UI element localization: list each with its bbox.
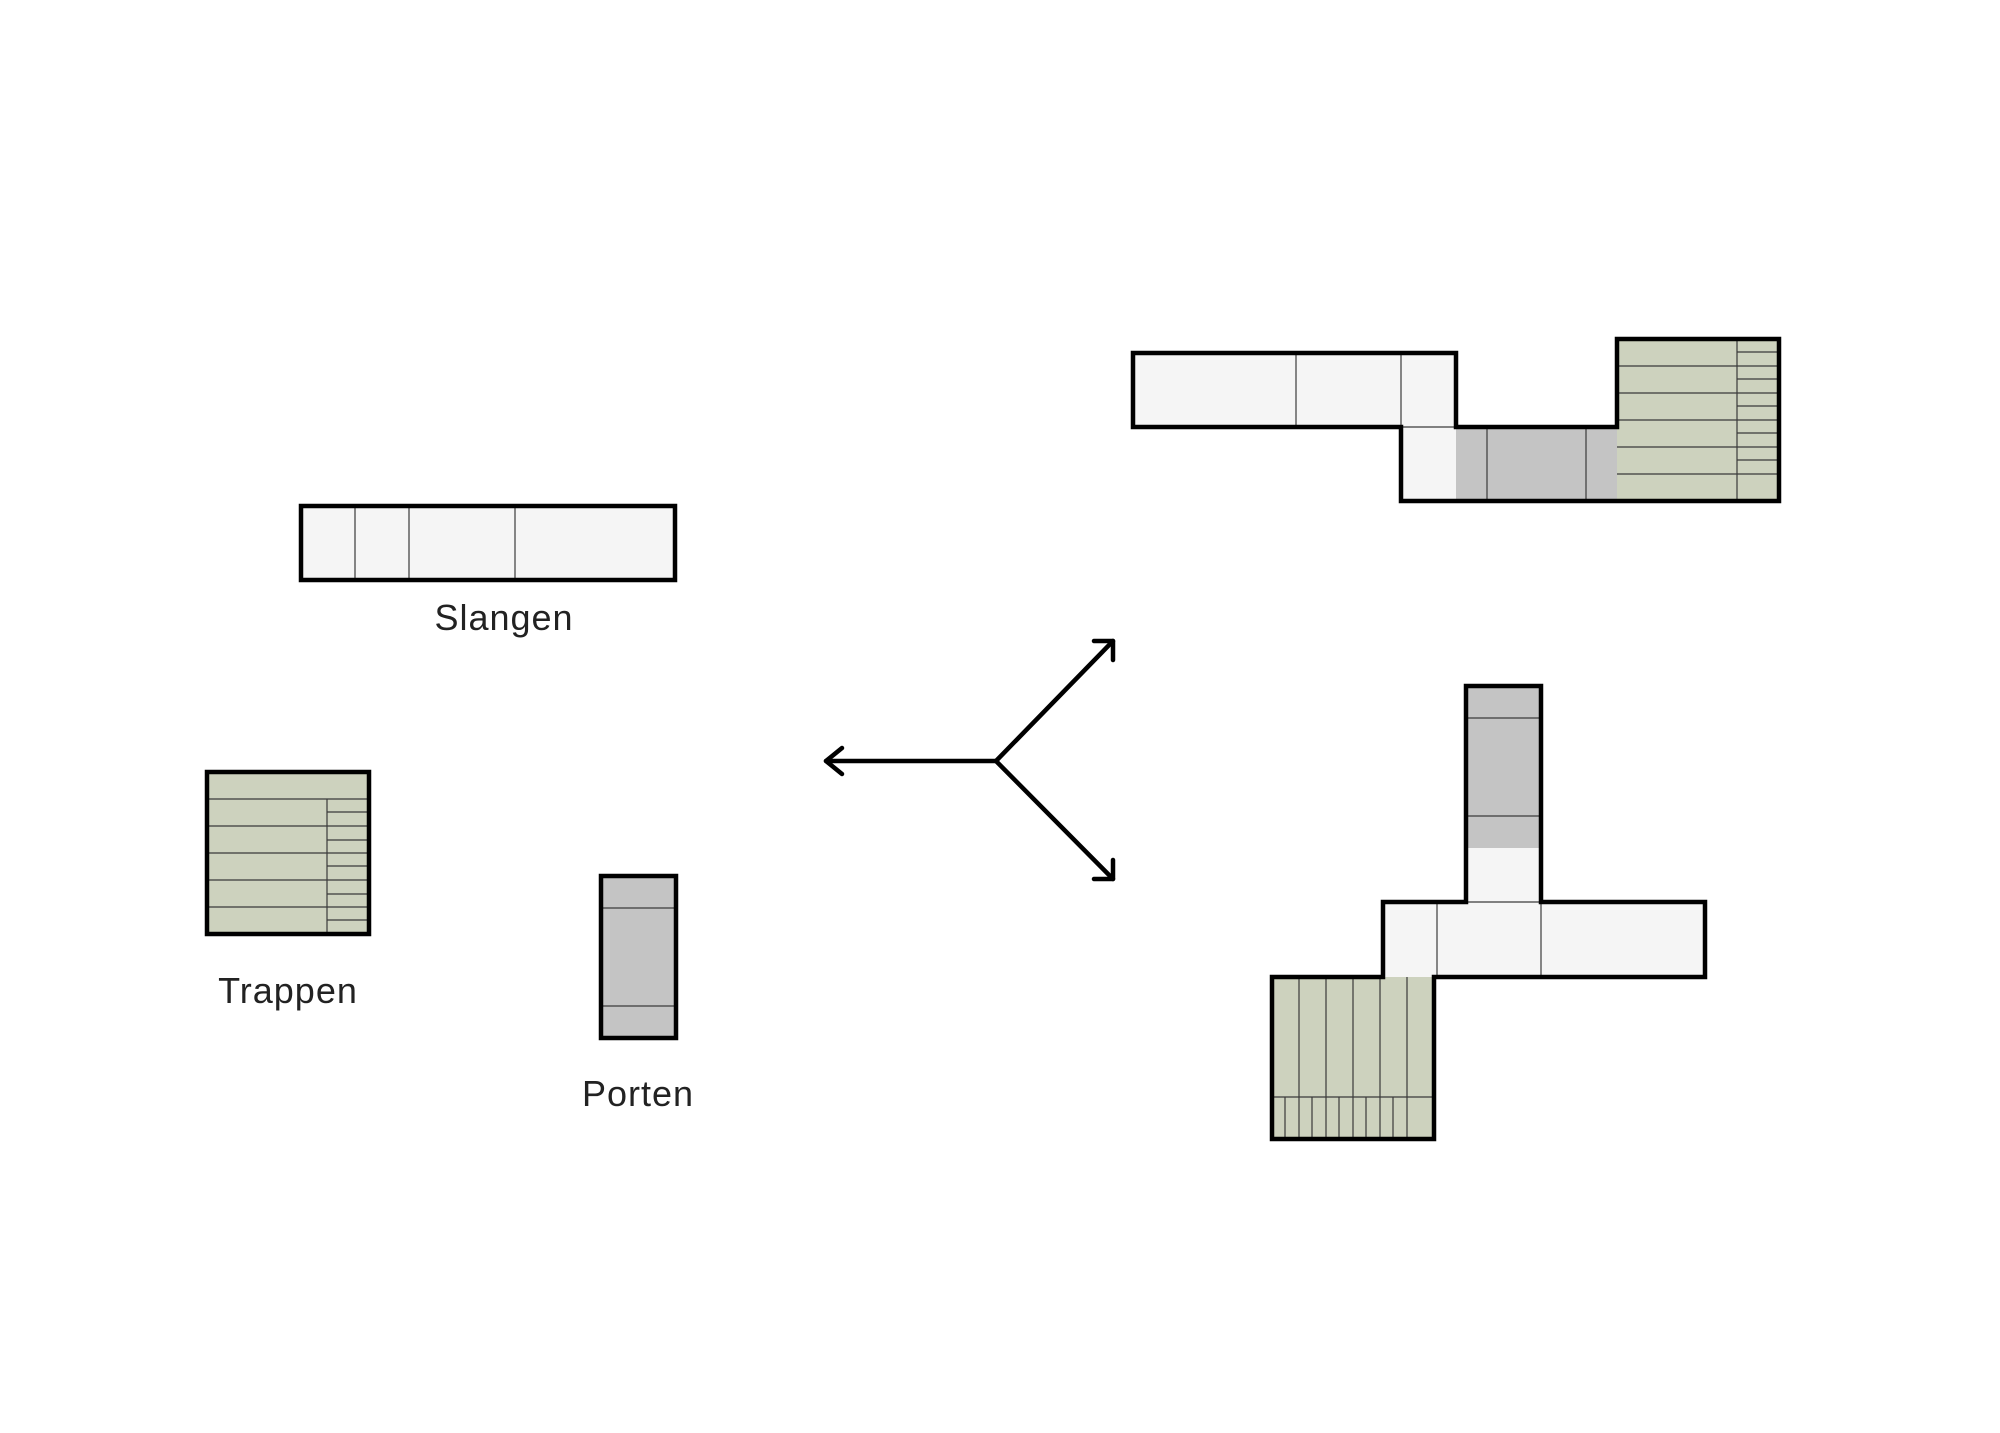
- composition-b: [1269, 683, 1708, 1142]
- slangen-label: Slangen: [434, 597, 573, 638]
- composition-a: [1130, 336, 1782, 504]
- trappen-module: [204, 769, 372, 937]
- slangen-module: [298, 503, 678, 583]
- branching-arrow: [823, 638, 1116, 882]
- porten-label: Porten: [582, 1073, 694, 1114]
- porten-module: [598, 873, 679, 1041]
- trappen-label: Trappen: [218, 970, 358, 1011]
